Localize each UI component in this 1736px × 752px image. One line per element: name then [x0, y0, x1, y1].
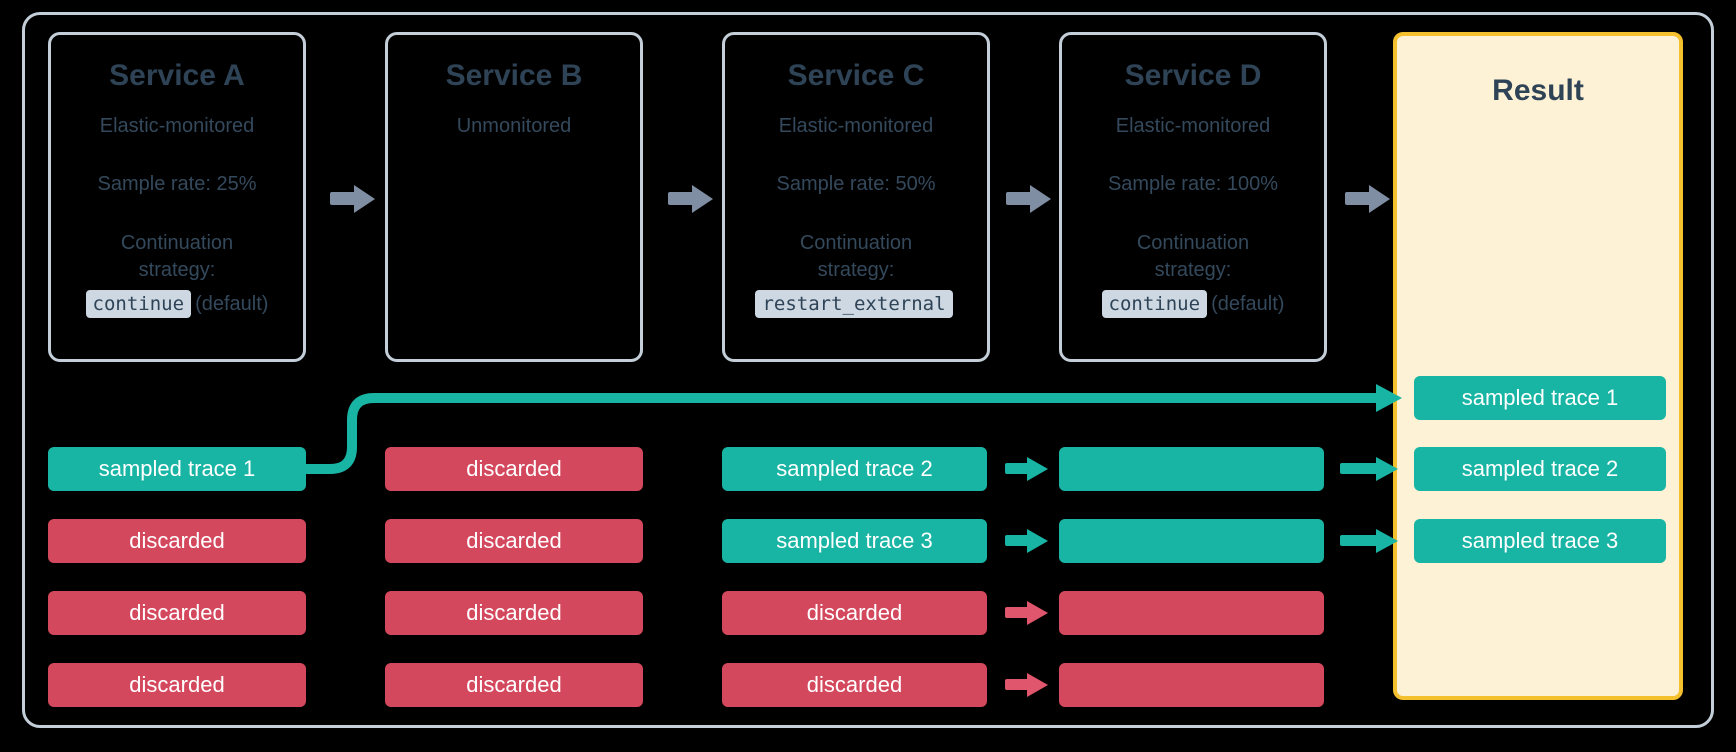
trace-bar: discarded	[385, 663, 643, 707]
service-monitoring: Elastic-monitored	[99, 115, 255, 137]
service-strategy-value-row: continue(default)	[51, 290, 303, 318]
trace-bar: discarded	[48, 663, 306, 707]
trace-bar: discarded	[48, 519, 306, 563]
trace-bar	[1059, 519, 1324, 563]
service-strategy-label: Continuation strategy:	[725, 230, 987, 284]
trace-bar: discarded	[722, 591, 987, 635]
strategy-label-line2: strategy:	[817, 259, 895, 281]
trace-bar: sampled trace 1	[48, 447, 306, 491]
result-bar-label: sampled trace 3	[1461, 528, 1619, 553]
trace-bar: sampled trace 3	[722, 519, 987, 563]
trace-bar-label: discarded	[129, 600, 225, 625]
trace-bar-label: sampled trace 2	[776, 456, 933, 481]
strategy-label-line2: strategy:	[1154, 259, 1232, 281]
service-monitoring: Unmonitored	[456, 115, 572, 137]
strategy-label-line1: Continuation	[120, 232, 234, 254]
result-panel: Result	[1393, 32, 1683, 700]
trace-bar: discarded	[385, 447, 643, 491]
service-box-b: Service B Unmonitored	[385, 32, 643, 362]
trace-bar	[1059, 663, 1324, 707]
trace-bar	[1059, 447, 1324, 491]
trace-bar-label: discarded	[466, 528, 562, 553]
service-monitoring: Elastic-monitored	[778, 115, 934, 137]
trace-bar-label: discarded	[129, 672, 225, 697]
service-title: Service A	[109, 59, 245, 92]
result-bar-label: sampled trace 1	[1461, 385, 1619, 410]
service-title: Service C	[787, 59, 925, 92]
trace-bar-label: discarded	[806, 672, 903, 697]
result-bar-label: sampled trace 2	[1461, 456, 1619, 481]
trace-bar-label: discarded	[466, 600, 562, 625]
service-sample-rate: Sample rate: 100%	[1107, 173, 1279, 195]
result-bar: sampled trace 1	[1414, 376, 1666, 420]
service-strategy-label: Continuation strategy:	[51, 230, 303, 284]
trace-bar: discarded	[385, 519, 643, 563]
service-strategy-value-row: restart_external	[725, 290, 987, 318]
trace-bar-label: sampled trace 1	[98, 456, 256, 481]
trace-bar: discarded	[385, 591, 643, 635]
result-bar: sampled trace 3	[1414, 519, 1666, 563]
strategy-default-note: (default)	[195, 293, 269, 315]
trace-bar-label: discarded	[129, 528, 225, 553]
service-title: Service B	[445, 59, 583, 92]
trace-bar-label: discarded	[806, 600, 903, 625]
trace-bar-label: discarded	[466, 456, 562, 481]
service-box-c: Service C Elastic-monitored Sample rate:…	[722, 32, 990, 362]
strategy-default-note: (default)	[1211, 293, 1285, 315]
service-title: Service D	[1124, 59, 1262, 92]
service-monitoring: Elastic-monitored	[1115, 115, 1271, 137]
service-strategy-label: Continuation strategy:	[1062, 230, 1324, 284]
strategy-label-line1: Continuation	[799, 232, 913, 254]
strategy-code-chip: continue	[1101, 290, 1208, 318]
diagram-outer-frame	[22, 12, 1714, 728]
strategy-code-chip: continue	[85, 290, 192, 318]
trace-bar-label: sampled trace 3	[776, 528, 933, 553]
service-sample-rate: Sample rate: 25%	[97, 173, 257, 195]
trace-bar-label: discarded	[466, 672, 562, 697]
trace-bar: discarded	[722, 663, 987, 707]
result-bar: sampled trace 2	[1414, 447, 1666, 491]
trace-bar: sampled trace 2	[722, 447, 987, 491]
strategy-label-line1: Continuation	[1136, 232, 1250, 254]
service-sample-rate: Sample rate: 50%	[776, 173, 936, 195]
strategy-code-chip: restart_external	[755, 290, 953, 318]
service-strategy-value-row: continue(default)	[1062, 290, 1324, 318]
strategy-label-line2: strategy:	[138, 259, 216, 281]
service-box-d: Service D Elastic-monitored Sample rate:…	[1059, 32, 1327, 362]
result-title: Result	[1492, 74, 1584, 107]
trace-bar	[1059, 591, 1324, 635]
trace-bar: discarded	[48, 591, 306, 635]
service-box-a: Service A Elastic-monitored Sample rate:…	[48, 32, 306, 362]
